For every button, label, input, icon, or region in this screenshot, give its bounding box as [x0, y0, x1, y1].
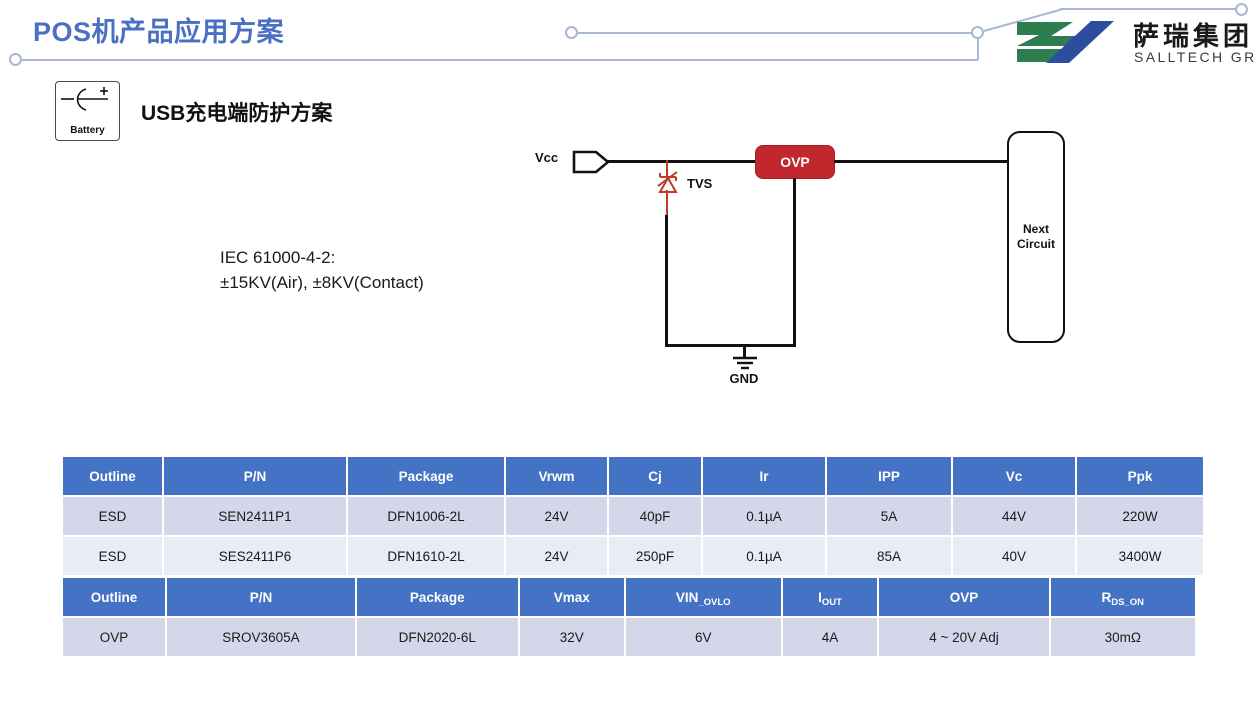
- esd-header-cell-8: Ppk: [1077, 457, 1203, 495]
- esd-header-cell-5: Ir: [703, 457, 825, 495]
- ovp-cell-r0-c7: 30mΩ: [1050, 618, 1195, 656]
- esd-spec-line2: ±15KV(Air), ±8KV(Contact): [220, 273, 424, 292]
- ovp-cell-r0-c2: DFN2020-6L: [356, 618, 518, 656]
- ovp-header-cell-3: Vmax: [519, 578, 624, 616]
- esd-cell-r1-c1: SES2411P6: [164, 537, 346, 575]
- deco-line-top: [1060, 8, 1241, 10]
- esd-cell-r0-c7: 44V: [953, 497, 1075, 535]
- vcc-label: Vcc: [535, 150, 559, 165]
- next-circuit-line1: Next: [1022, 222, 1049, 236]
- ovp-cell-r0-c1: SROV3605A: [167, 618, 355, 656]
- esd-cell-r0-c5: 0.1µA: [703, 497, 825, 535]
- ovp-header-cell-5: IOUT: [782, 578, 878, 616]
- deco-circle-left: [9, 53, 22, 66]
- esd-cell-r1-c2: DFN1610-2L: [348, 537, 504, 575]
- ovp-header-cell-7: RDS_ON: [1050, 578, 1195, 616]
- vcc-connector-icon: [572, 150, 611, 174]
- ovp-header-subscript-5: OUT: [821, 596, 842, 608]
- wire-tvs-top: [666, 160, 668, 180]
- wire-vcc-to-ovp: [606, 160, 756, 163]
- wire-tvs-to-gnd-rail: [665, 215, 668, 347]
- ground-symbol-icon: [733, 356, 757, 370]
- esd-cell-r0-c2: DFN1006-2L: [348, 497, 504, 535]
- ovp-header-cell-4: VIN_OVLO: [625, 578, 781, 616]
- ovp-header-cell-2: Package: [356, 578, 518, 616]
- esd-header-cell-1: P/N: [164, 457, 346, 495]
- esd-cell-r0-c8: 220W: [1077, 497, 1203, 535]
- esd-spec-line1: IEC 61000-4-2:: [220, 248, 336, 267]
- battery-icon-label: Battery: [70, 125, 105, 136]
- deco-circle-junction: [971, 26, 984, 39]
- ovp-header-cell-6: OVP: [879, 578, 1049, 616]
- esd-cell-r0-c4: 40pF: [609, 497, 701, 535]
- esd-header-cell-3: Vrwm: [506, 457, 607, 495]
- ovp-cell-r0-c5: 4A: [782, 618, 878, 656]
- ovp-header-cell-0: Outline: [63, 578, 166, 616]
- esd-cell-r0-c0: ESD: [63, 497, 162, 535]
- deco-line-lower: [16, 59, 978, 61]
- esd-header-cell-0: Outline: [63, 457, 162, 495]
- esd-cell-r0-c6: 5A: [827, 497, 951, 535]
- deco-line-vertical: [977, 32, 979, 60]
- esd-cell-r1-c3: 24V: [506, 537, 607, 575]
- ovp-cell-r0-c6: 4 ~ 20V Adj: [879, 618, 1049, 656]
- page-title: POS机产品应用方案: [33, 17, 285, 47]
- esd-header-cell-2: Package: [348, 457, 504, 495]
- tvs-label: TVS: [687, 176, 713, 191]
- battery-icon-card: Battery: [55, 81, 120, 141]
- esd-cell-r1-c8: 3400W: [1077, 537, 1203, 575]
- salltech-sz-mark-icon: [1017, 21, 1114, 63]
- esd-cell-r1-c5: 0.1µA: [703, 537, 825, 575]
- ovp-cell-r0-c3: 32V: [519, 618, 624, 656]
- ovp-header-subscript-7: DS_ON: [1111, 596, 1145, 608]
- esd-header-cell-7: Vc: [953, 457, 1075, 495]
- tvs-bidirectional-zener-icon: [657, 171, 678, 193]
- section-title: USB充电端防护方案: [141, 97, 332, 127]
- section-title-latin: USB: [141, 102, 186, 125]
- ovp-cell-r0-c0: OVP: [63, 618, 166, 656]
- esd-header-cell-6: IPP: [827, 457, 951, 495]
- company-logo: 萨瑞集团 SALLTECH GROUP: [1015, 16, 1254, 70]
- ovp-cell-r0-c4: 6V: [625, 618, 781, 656]
- esd-cell-r1-c7: 40V: [953, 537, 1075, 575]
- gnd-label: GND: [729, 371, 759, 386]
- ovp-header-subscript-4: _OVLO: [698, 596, 731, 608]
- wire-gnd-rail: [665, 344, 796, 347]
- logo-company-name-cn: 萨瑞集团: [1133, 22, 1254, 52]
- wire-gnd-stub: [743, 344, 746, 358]
- ovp-header-cell-1: P/N: [167, 578, 355, 616]
- next-circuit-block: Next Circuit: [1007, 131, 1065, 343]
- deco-circle-mid: [565, 26, 578, 39]
- esd-cell-r0-c3: 24V: [506, 497, 607, 535]
- ovp-component: OVP: [755, 145, 835, 179]
- section-title-cjk: 充电端防护方案: [185, 100, 333, 125]
- wire-tvs-bottom: [666, 190, 668, 216]
- esd-spec-note: IEC 61000-4-2: ±15KV(Air), ±8KV(Contact): [220, 245, 424, 295]
- next-circuit-line2: Circuit: [1016, 237, 1055, 251]
- esd-cell-r1-c6: 85A: [827, 537, 951, 575]
- logo-company-name-en: SALLTECH GROUP: [1134, 49, 1254, 65]
- battery-cell-icon: [61, 87, 108, 111]
- deco-line-upper: [578, 32, 978, 34]
- wire-ovp-to-gnd-rail: [793, 178, 796, 347]
- deco-circle-right: [1235, 3, 1248, 16]
- wire-ovp-to-next: [834, 160, 1009, 163]
- esd-cell-r0-c1: SEN2411P1: [164, 497, 346, 535]
- esd-header-cell-4: Cj: [609, 457, 701, 495]
- esd-cell-r1-c4: 250pF: [609, 537, 701, 575]
- esd-cell-r1-c0: ESD: [63, 537, 162, 575]
